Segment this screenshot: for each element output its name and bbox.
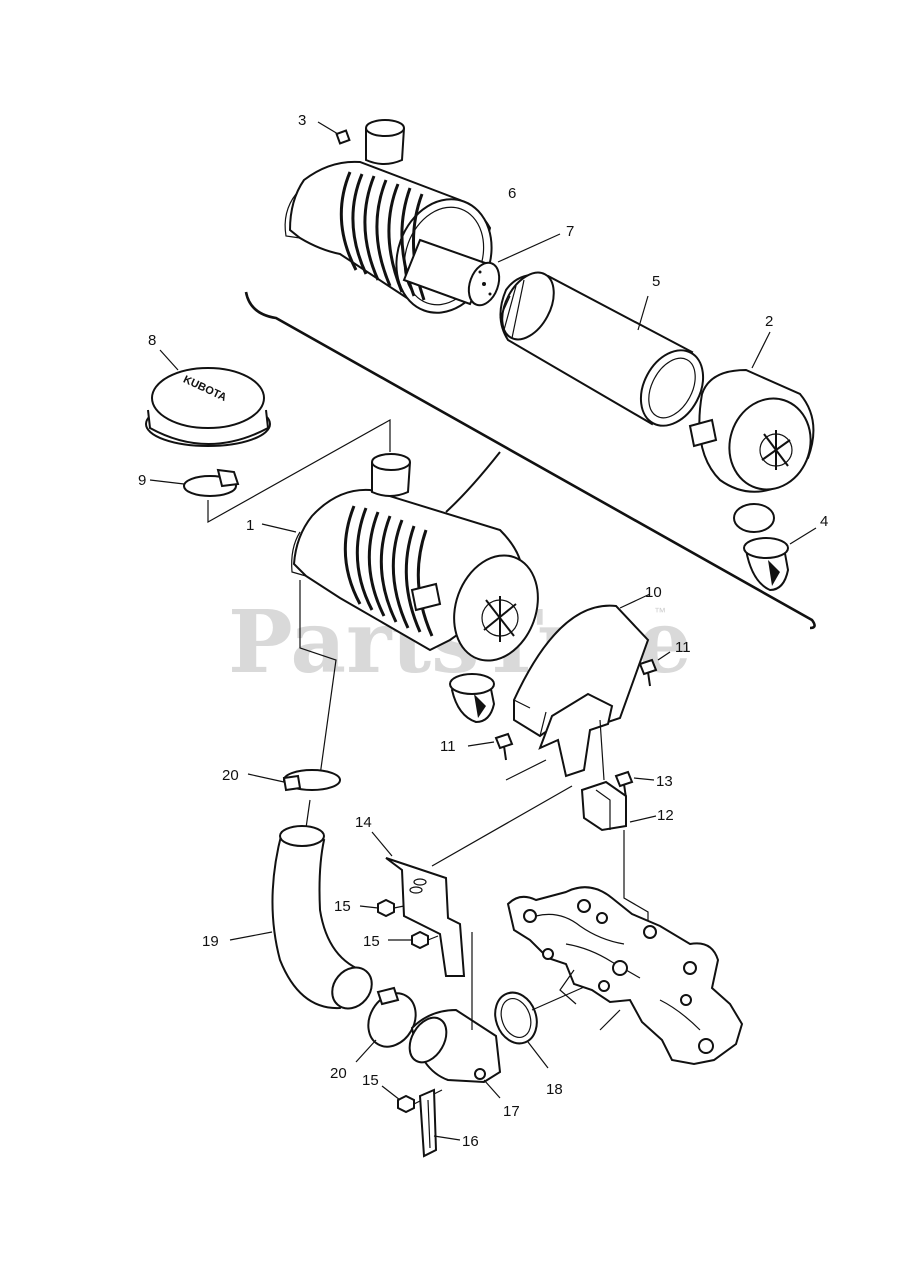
nut-part-15-middle[interactable] xyxy=(388,930,439,950)
nut-part-15-lower[interactable] xyxy=(381,1085,443,1114)
callout-2: 2 xyxy=(765,313,773,330)
callout-19: 19 xyxy=(202,933,219,950)
hose-clamp-part-20-lower[interactable] xyxy=(355,985,425,1063)
callout-13: 13 xyxy=(656,773,673,790)
callout-5: 5 xyxy=(652,273,660,290)
callout-15-lower: 15 xyxy=(362,1072,379,1089)
elbow-joint-part-17[interactable] xyxy=(402,1008,502,1099)
plug-part-3[interactable] xyxy=(317,121,351,145)
callout-3: 3 xyxy=(298,112,306,129)
callout-11-lower: 11 xyxy=(440,738,456,755)
callout-8: 8 xyxy=(148,332,156,349)
callout-20-upper: 20 xyxy=(222,767,239,784)
shroud-bracket[interactable] xyxy=(505,692,614,781)
nut-part-15-upper[interactable] xyxy=(359,898,405,918)
evacuator-valve-part-4[interactable] xyxy=(733,503,817,592)
cover-star-emblem xyxy=(759,430,793,470)
callout-17: 17 xyxy=(503,1103,520,1120)
callout-14: 14 xyxy=(355,814,372,831)
callout-9: 9 xyxy=(138,472,146,489)
callout-15-upper: 15 xyxy=(334,898,351,915)
assembly-ribs xyxy=(343,505,434,637)
outlet-guide-line xyxy=(299,580,337,829)
gasket-part-16[interactable] xyxy=(418,1088,461,1158)
filter-element-part-5[interactable] xyxy=(492,264,716,437)
engine-intake-manifold xyxy=(506,886,744,1066)
watermark-trademark: ™ xyxy=(654,605,666,619)
body-ribs xyxy=(339,171,426,301)
callout-6: 6 xyxy=(508,185,516,202)
callout-11-upper: 11 xyxy=(675,639,691,656)
bolt-part-11-upper[interactable] xyxy=(638,651,671,687)
hose-clamp-part-20-upper[interactable] xyxy=(247,769,341,792)
clamp-part-9[interactable] xyxy=(149,468,240,497)
callout-18: 18 xyxy=(546,1081,563,1098)
callout-15-middle: 15 xyxy=(363,933,380,950)
callout-7: 7 xyxy=(566,223,574,240)
callout-4: 4 xyxy=(820,513,828,530)
intake-hose-part-19[interactable] xyxy=(229,825,380,1016)
callout-16: 16 xyxy=(462,1133,479,1150)
callout-labels: 3 6 7 5 2 8 9 1 4 10 11 11 20 13 12 14 1… xyxy=(138,112,828,1150)
air-cleaner-assembly-part-1[interactable] xyxy=(261,453,552,724)
assembly-star-emblem xyxy=(481,596,519,642)
bracket-part-14[interactable] xyxy=(371,831,466,977)
callout-1: 1 xyxy=(246,517,254,534)
safety-element-part-7[interactable] xyxy=(402,233,561,309)
cap-inlet-guide-line xyxy=(207,418,391,524)
callout-20-lower: 20 xyxy=(330,1065,347,1082)
bolt-part-11-lower[interactable] xyxy=(467,732,514,761)
exploded-bracket-line xyxy=(244,291,816,630)
callout-10: 10 xyxy=(645,584,662,601)
rain-cap-part-8[interactable]: KUBOTA xyxy=(145,349,271,447)
callout-12: 12 xyxy=(657,807,674,824)
end-cover-part-2[interactable] xyxy=(688,331,822,500)
o-ring-part-18[interactable] xyxy=(488,979,601,1069)
stay-part-12[interactable] xyxy=(580,780,657,832)
